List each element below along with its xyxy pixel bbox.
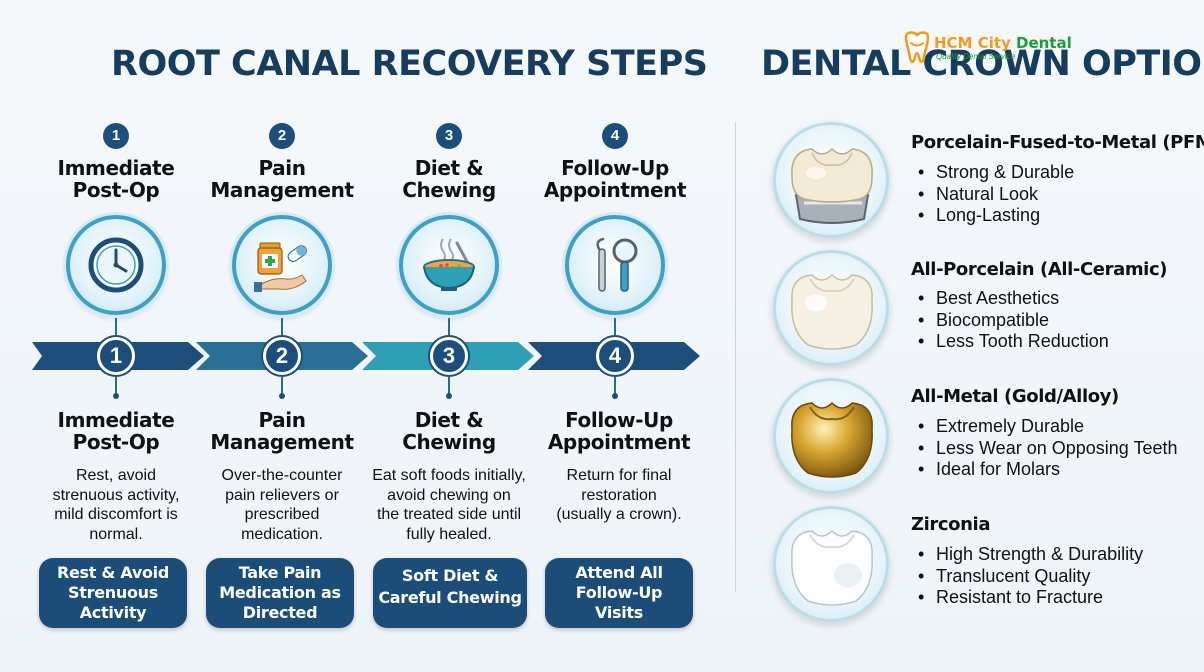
tooth-logo-icon: [904, 31, 930, 63]
step-dot: [113, 393, 119, 399]
step-heading-top: Diet &Chewing: [402, 156, 496, 202]
clinic-logo: HCM City Dental Quality Dental Service: [902, 30, 1102, 66]
crown-name: Zirconia: [911, 514, 991, 535]
step-badge-timeline: 3: [430, 337, 468, 375]
crown-benefit: Natural Look: [918, 184, 1074, 206]
gold-crown-icon: [791, 401, 873, 478]
step-badge-timeline: 4: [596, 337, 634, 375]
step-dot: [446, 393, 452, 399]
step-connector: [614, 377, 616, 395]
crown-benefit: Best Aesthetics: [918, 288, 1109, 310]
soup-bowl-icon: [423, 238, 475, 291]
step-dot: [279, 393, 285, 399]
crown-benefit: Less Wear on Opposing Teeth: [918, 438, 1178, 460]
step-connector: [281, 377, 283, 395]
step-icon-circle: [565, 215, 665, 315]
step-icon-circle: [399, 215, 499, 315]
step-icon-circle: [66, 215, 166, 315]
crown-benefits-list: High Strength & Durability Translucent Q…: [918, 544, 1143, 609]
crown-name: All-Porcelain (All-Ceramic): [911, 259, 1168, 280]
crown-benefit: Translucent Quality: [918, 566, 1143, 588]
logo-brand-city: HCM City: [934, 34, 1011, 52]
dental-tools-icon: [596, 237, 638, 292]
step-icon-circle: [232, 215, 332, 315]
step-connector: [115, 377, 117, 395]
step-dot: [612, 393, 618, 399]
step-badge-top: 3: [436, 123, 462, 149]
crown-benefit: High Strength & Durability: [918, 544, 1143, 566]
step-connector: [448, 318, 450, 338]
crown-image-circle: [773, 250, 889, 366]
step-badge-timeline: 1: [97, 337, 135, 375]
logo-tagline: Quality Dental Service: [936, 52, 1016, 61]
crown-benefit: Long-Lasting: [918, 205, 1074, 227]
crown-benefit: Resistant to Fracture: [918, 587, 1143, 609]
step-description: Eat soft foods initially,avoid chewing o…: [372, 467, 526, 543]
step-heading: Diet &Chewing: [402, 408, 496, 454]
crown-benefit: Biocompatible: [918, 310, 1109, 332]
step-connector: [115, 318, 117, 338]
crown-name: All-Metal (Gold/Alloy): [911, 386, 1119, 407]
crown-benefits-list: Strong & Durable Natural Look Long-Lasti…: [918, 162, 1074, 227]
crown-benefits-list: Extremely Durable Less Wear on Opposing …: [918, 416, 1178, 481]
step-action-pill: Soft Diet &Careful Chewing: [373, 558, 527, 628]
crown-benefit: Less Tooth Reduction: [918, 331, 1109, 353]
recovery-steps-title: ROOT CANAL RECOVERY STEPS: [111, 44, 708, 84]
section-divider: [735, 122, 736, 592]
step-connector: [281, 318, 283, 338]
step-badge-timeline: 2: [263, 337, 301, 375]
porcelain-crown-icon: [791, 273, 873, 350]
crown-image-circle: [773, 506, 889, 622]
step-connector: [448, 377, 450, 395]
step-connector: [614, 318, 616, 338]
zirconia-crown-icon: [791, 529, 873, 606]
step-badge-top: 2: [269, 123, 295, 149]
step-badge-top: 1: [103, 123, 129, 149]
crown-benefit: Extremely Durable: [918, 416, 1178, 438]
medication-icon: [254, 242, 307, 292]
step-badge-top: 4: [602, 123, 628, 149]
crown-image-circle: [773, 378, 889, 494]
clock-icon: [88, 237, 144, 293]
crown-options-title: DENTAL CROWN OPTIONS: [761, 44, 1204, 84]
crown-benefit: Ideal for Molars: [918, 459, 1178, 481]
pfm-crown-icon: [791, 147, 873, 224]
crown-benefit: Strong & Durable: [918, 162, 1074, 184]
crown-image-circle: [773, 122, 889, 238]
crown-benefits-list: Best Aesthetics Biocompatible Less Tooth…: [918, 288, 1109, 353]
crown-name: Porcelain-Fused-to-Metal (PFM): [911, 132, 1204, 153]
logo-brand-dental: Dental: [1016, 34, 1072, 52]
